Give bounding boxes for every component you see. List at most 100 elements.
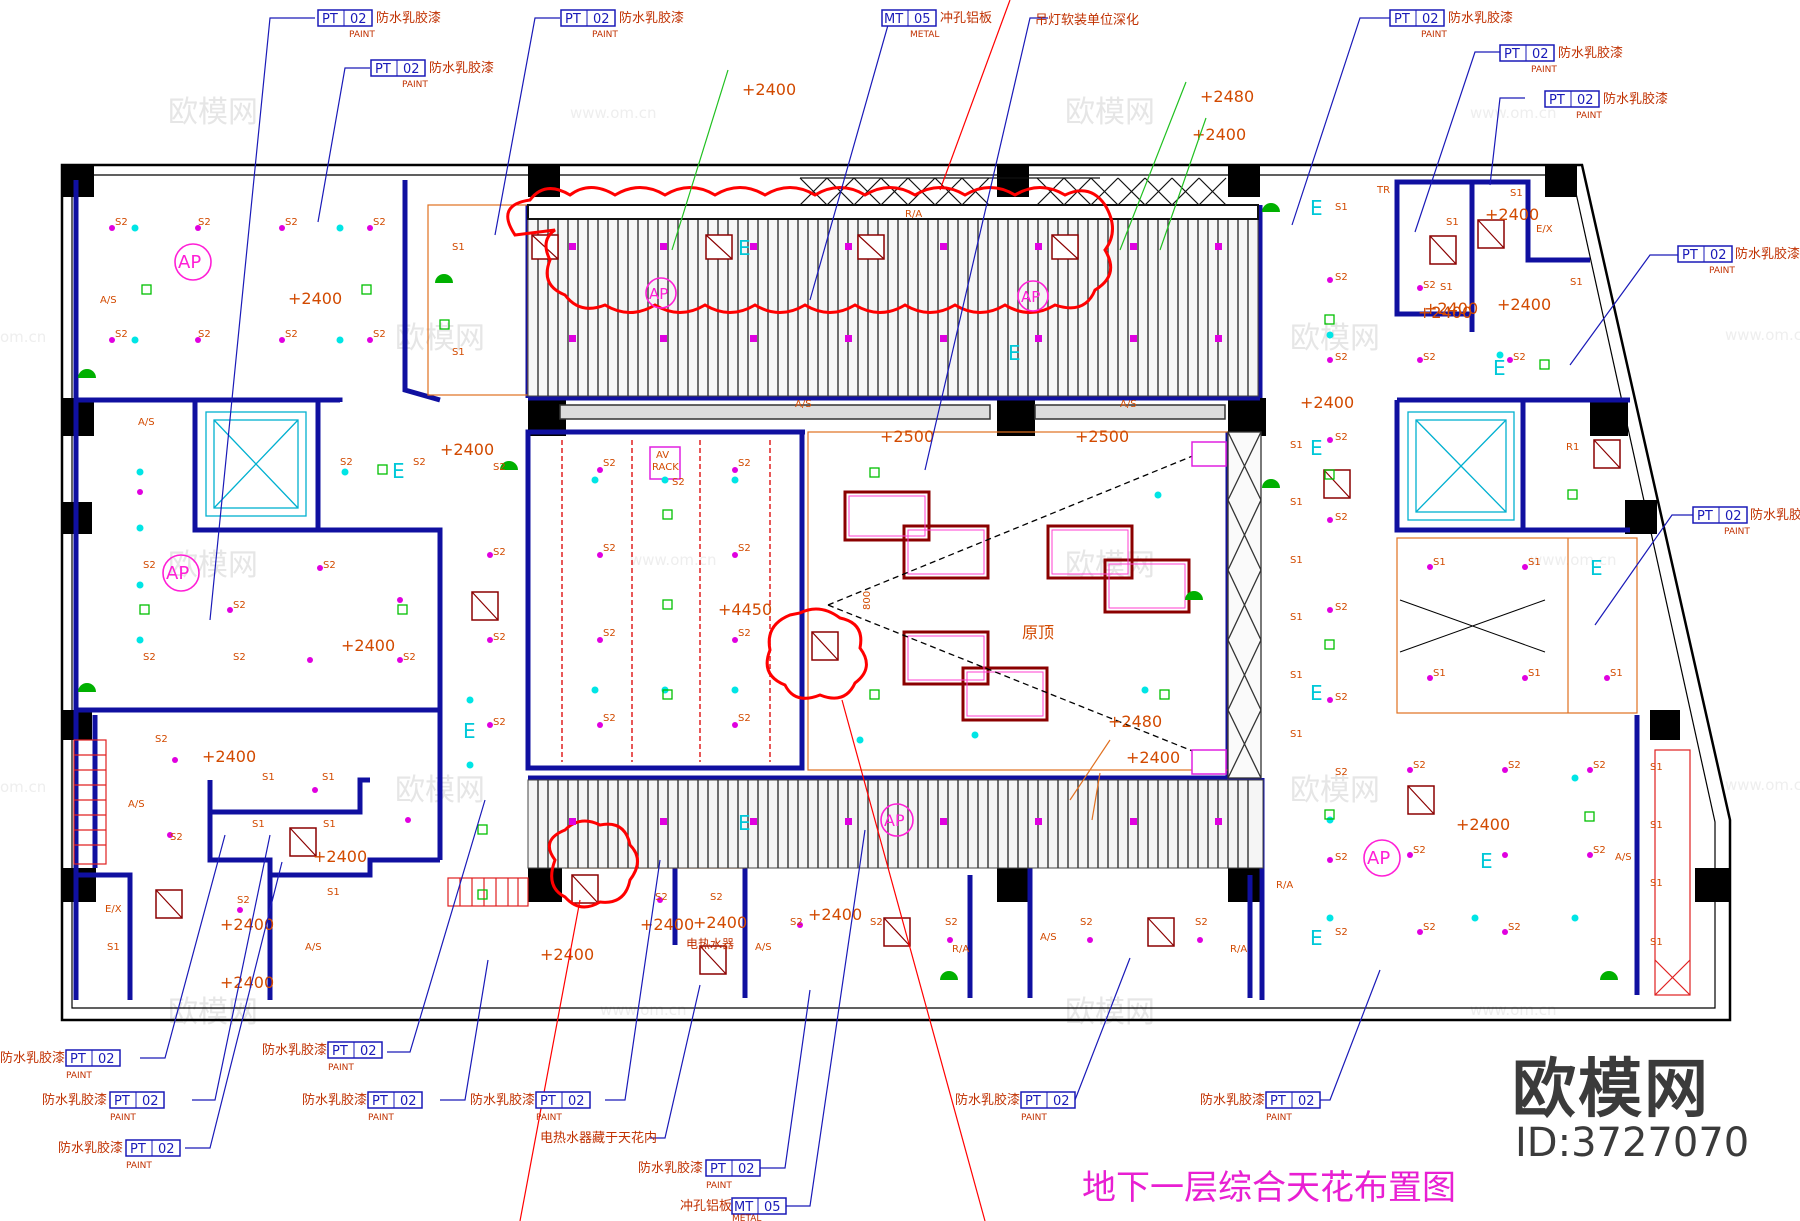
tag-material: 防水乳胶漆 [470, 1092, 535, 1108]
tag-code: PT [375, 62, 391, 77]
tag-pt-top-6: PT 02 防水乳胶漆 PAINT [1544, 90, 1668, 121]
tag-number: 02 [593, 12, 610, 27]
tag-number: 02 [1053, 1094, 1070, 1109]
av-label: AV [656, 450, 669, 461]
s2-label: S2 [1335, 767, 1348, 778]
s1-label: S1 [452, 347, 465, 358]
watermark-name: 欧模网 [168, 95, 258, 130]
s2-label: S2 [1593, 760, 1606, 771]
s1-label: S1 [1570, 277, 1583, 288]
tag-pt-bottom-2: 防水乳胶漆 PT 02 PAINT [42, 1091, 165, 1123]
s1-label: S1 [107, 942, 120, 953]
lamp-note: 吊灯软装单位深化 [1035, 13, 1139, 28]
s1-label: S1 [452, 242, 465, 253]
exit-signs: E E E E E E E E E E E E [392, 196, 1603, 950]
s1-label: S1 [262, 772, 275, 783]
s2-label: S2 [198, 217, 211, 228]
watermark-layer: 欧模网 www.om.cn 欧模网 www.om.cn om.cn 欧模网 ww… [0, 95, 1800, 1030]
s2-label: S2 [170, 832, 183, 843]
tag-mt-bottom: 冲孔铝板 MT 05 METAL [680, 1197, 787, 1221]
tag-number: 02 [1298, 1094, 1315, 1109]
exit-sign: E [1493, 356, 1506, 380]
s2-label: S2 [1413, 845, 1426, 856]
tag-code: PT [540, 1094, 556, 1109]
tag-material: 防水乳胶漆 [1200, 1092, 1265, 1108]
slat-ceiling-bottom [527, 779, 1264, 869]
exit-sign: E [1008, 341, 1021, 365]
s2-label: S2 [143, 560, 156, 571]
level-label: +2400 [540, 945, 594, 964]
s2-label: S2 [403, 652, 416, 663]
s1-label: S1 [1528, 557, 1541, 568]
void-area [1399, 599, 1546, 653]
tag-number: 05 [764, 1200, 781, 1215]
tag-sub: PAINT [328, 1063, 354, 1073]
level-label: +2400 [742, 80, 796, 99]
s2-label: S2 [237, 895, 250, 906]
s2-label: S2 [143, 652, 156, 663]
tag-number: 05 [914, 12, 931, 27]
ex-label: E/X [1536, 224, 1553, 235]
s2-label: S2 [493, 547, 506, 558]
tag-pt-bottom-7: 防水乳胶漆 PT 02 PAINT [638, 1159, 761, 1191]
tag-material: 防水乳胶漆 [955, 1092, 1020, 1108]
s1-label: S1 [1433, 557, 1446, 568]
watermark-url: www.om.cn [1725, 326, 1800, 344]
tag-material: 防水乳胶漆 [0, 1050, 65, 1066]
level-label: +2400 [693, 913, 747, 932]
pendant-light-frames [843, 490, 1191, 722]
s1-label: S1 [1440, 282, 1453, 293]
level-marks: +2400 +2400 +2480 +2400 +2400 +2400 +240… [202, 80, 1551, 992]
drawing-title: 地下一层综合天花布置图 [1082, 1168, 1456, 1208]
tag-code: PT [1270, 1094, 1286, 1109]
tag-material: 防水乳胶漆 [429, 60, 494, 76]
downlights [131, 224, 1579, 922]
level-label: +2400 [808, 905, 862, 924]
exit-sign: E [738, 811, 751, 835]
level-label: +2400 [1497, 295, 1551, 314]
s2-label: S2 [115, 217, 128, 228]
revision-clouds [506, 186, 1114, 909]
s2-label: S2 [285, 217, 298, 228]
ap-label: AP [884, 811, 905, 830]
watermark-url: www.om.cn [1725, 776, 1800, 794]
level-label: +2500 [880, 427, 934, 446]
s2-label: S2 [1413, 760, 1426, 771]
watermark-url: www.om.cn [630, 551, 717, 569]
exhaust-vent-crosses [155, 219, 1621, 975]
fixture-labels: S2 S2 S2 S2 S2 S2 S2 S2 S1 S1 S2 S2 S2 S… [107, 188, 1663, 953]
tag-pt-top-4: PT 02 防水乳胶漆 PAINT [1389, 9, 1513, 40]
tag-pt-bottom-9: 防水乳胶漆 PT 02 PAINT [1200, 1091, 1321, 1123]
exit-sign: E [1310, 926, 1323, 950]
tag-material: 防水乳胶漆 [1448, 10, 1513, 26]
brand-logo: 欧模网 [1512, 1053, 1710, 1127]
tag-code: PT [1504, 47, 1520, 62]
ra-label: R/A [1230, 944, 1247, 955]
watermark-fragment: om.cn [0, 328, 46, 346]
tag-code: PT [114, 1094, 130, 1109]
s1-label: S1 [322, 772, 335, 783]
tag-pt-top-5: PT 02 防水乳胶漆 PAINT [1499, 44, 1623, 75]
watermark-name: 欧模网 [168, 548, 258, 583]
s2-label: S2 [323, 560, 336, 571]
ap-label: AP [178, 252, 201, 273]
tag-code: PT [710, 1162, 726, 1177]
tag-sub: PAINT [1266, 1113, 1292, 1123]
s1-label: S1 [1650, 820, 1663, 831]
exit-sign: E [1310, 436, 1323, 460]
s2-label: S2 [1335, 852, 1348, 863]
level-label: +2400 [1456, 815, 1510, 834]
s1-label: S1 [1650, 878, 1663, 889]
as-label: A/S [755, 942, 772, 953]
s2-label: S2 [1423, 352, 1436, 363]
tag-sub: PAINT [126, 1161, 152, 1171]
s2-label: S2 [493, 632, 506, 643]
s2-label: S2 [1508, 760, 1521, 771]
exit-sign: E [392, 459, 405, 483]
tag-sub: PAINT [536, 1113, 562, 1123]
s2-label: S2 [1335, 352, 1348, 363]
watermark-fragment: om.cn [0, 778, 46, 796]
as-label: A/S [1615, 852, 1632, 863]
tag-number: 02 [400, 1094, 417, 1109]
s2-label: S2 [198, 329, 211, 340]
